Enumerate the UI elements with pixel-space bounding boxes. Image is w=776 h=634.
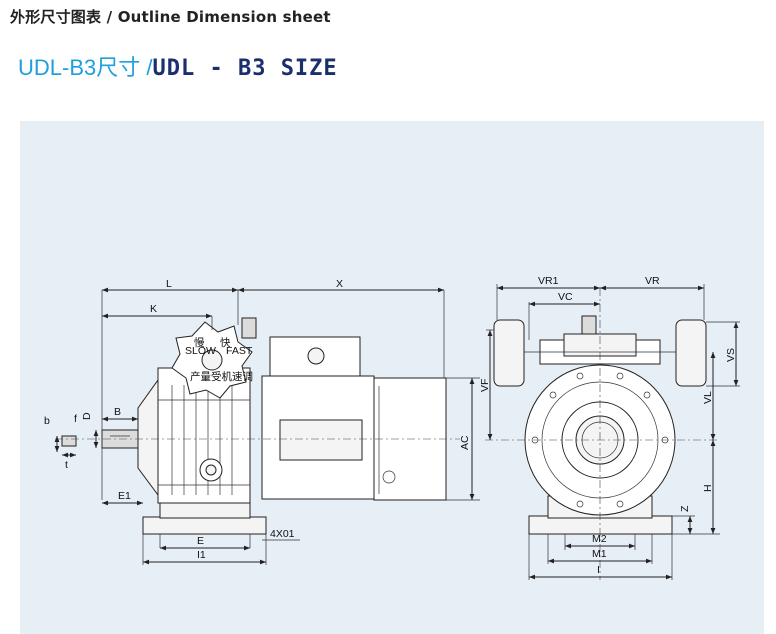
dim-VR: VR bbox=[645, 275, 660, 287]
dim-t: t bbox=[65, 459, 68, 471]
knob-fast-label: 快 bbox=[220, 337, 231, 349]
dim-VS: VS bbox=[725, 348, 737, 362]
dim-X: X bbox=[336, 278, 343, 290]
dimension-drawing: 慢 快 SLOW FAST 产量受机速调 L X K B D bbox=[44, 275, 740, 580]
top-screw bbox=[581, 315, 597, 335]
dim-holes: 4X01 bbox=[270, 528, 295, 540]
dim-VF: VF bbox=[479, 379, 491, 392]
knob-fast-en: FAST bbox=[226, 345, 253, 357]
right-handwheel bbox=[675, 319, 707, 387]
dim-D: D bbox=[81, 412, 93, 420]
dim-VC: VC bbox=[558, 291, 573, 303]
left-handwheel bbox=[493, 319, 525, 387]
knob-caption: 产量受机速调 bbox=[190, 370, 253, 383]
dim-M2: M2 bbox=[592, 533, 607, 545]
dim-VR1: VR1 bbox=[538, 275, 559, 287]
knob-slow-label: 慢 bbox=[194, 337, 205, 349]
dimension-drawing-panel: 慢 快 SLOW FAST 产量受机速调 L X K B D bbox=[20, 121, 764, 634]
dim-VL: VL bbox=[702, 391, 714, 404]
knob-center bbox=[201, 349, 223, 371]
reducer-flange bbox=[137, 378, 159, 497]
size-title-en: UDL - B3 SIZE bbox=[152, 56, 338, 81]
front-view: VR1 VR VC VS VF VL H Z M2 M1 I bbox=[479, 275, 740, 580]
side-view: 慢 快 SLOW FAST 产量受机速调 L X K B D bbox=[44, 278, 480, 565]
front-base bbox=[528, 515, 673, 535]
dim-f: f bbox=[74, 413, 77, 425]
knob-slow-en: SLOW bbox=[185, 345, 216, 357]
dim-E: E bbox=[197, 535, 204, 547]
dim-I: I bbox=[597, 564, 600, 576]
dim-E1: E1 bbox=[118, 490, 131, 502]
dim-I1: I1 bbox=[197, 549, 206, 561]
adjuster-screw bbox=[241, 317, 257, 339]
dim-Z: Z bbox=[679, 505, 691, 512]
dim-b: b bbox=[44, 415, 50, 427]
base-plate bbox=[142, 516, 267, 535]
motor-nameplate bbox=[279, 419, 363, 461]
size-title: UDL-B3尺寸 /UDL - B3 SIZE bbox=[18, 50, 338, 82]
dim-B: B bbox=[114, 406, 121, 418]
page-header: 外形尺寸图表 / Outline Dimension sheet bbox=[10, 8, 331, 26]
shaft-key bbox=[61, 435, 77, 447]
dim-H: H bbox=[702, 484, 714, 492]
size-title-cn: UDL-B3尺寸 / bbox=[18, 55, 153, 80]
dim-K: K bbox=[150, 303, 157, 315]
dim-L: L bbox=[166, 278, 172, 290]
dim-M1: M1 bbox=[592, 548, 607, 560]
dim-AC: AC bbox=[459, 435, 471, 450]
